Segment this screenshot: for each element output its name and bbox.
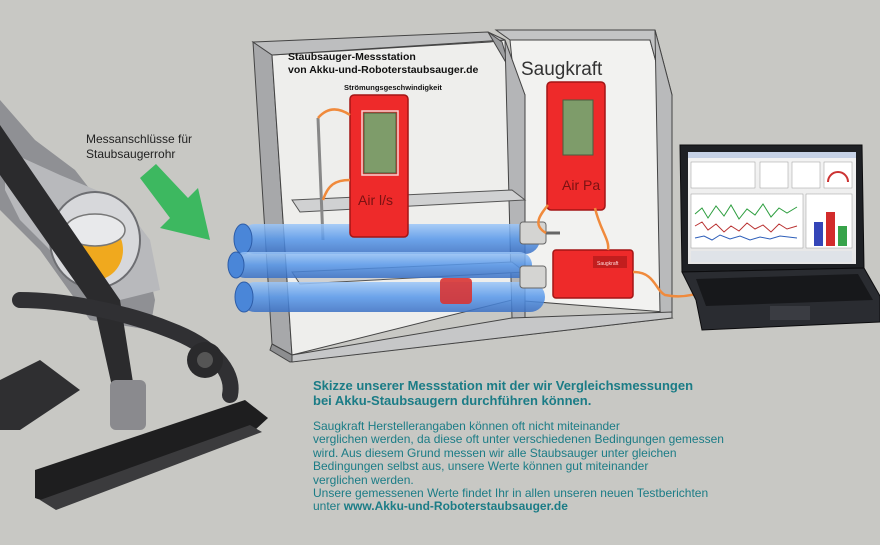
website-link[interactable]: www.Akku-und-Roboterstaubsauger.de <box>343 499 568 514</box>
inner-pipe <box>316 117 325 241</box>
measurement-tubes <box>227 221 560 313</box>
laptop <box>679 144 880 331</box>
green-arrow-icon <box>140 164 210 240</box>
caption-body-line: Bedingungen selbst aus, unsere Werte kön… <box>313 459 649 474</box>
caption-body-line: wird. Aus diesem Grund messen wir alle S… <box>313 445 677 460</box>
arrow-label: Messanschlüsse für Staubsaugerrohr <box>86 132 192 162</box>
caption-body-line: verglichen werden, da diese oft unter ve… <box>313 432 724 447</box>
flow-meter-label: Air l/s <box>358 192 393 208</box>
pressure-meter-label: Air Pa <box>562 177 600 193</box>
controller-box <box>552 249 634 299</box>
caption-title: Skizze unserer Messstation mit der wir V… <box>313 378 833 408</box>
arrow-label-line1: Messanschlüsse für <box>86 132 193 146</box>
flow-meter <box>349 94 409 238</box>
vacuum-cleaner <box>0 100 268 510</box>
caption-body-line: verglichen werden. <box>313 472 414 487</box>
caption-last-prefix: unter <box>313 499 344 514</box>
caption-body: Saugkraft Herstellerangaben können oft n… <box>313 419 833 514</box>
arrow-label-line2: Staubsaugerrohr <box>86 147 176 161</box>
caption-last-line: unter www.Akku-und-Roboterstaubsauger.de <box>313 500 833 513</box>
caption-body-line: Saugkraft Herstellerangaben können oft n… <box>313 419 620 433</box>
caption-title-line1: Skizze unserer Messstation mit der wir V… <box>313 378 694 393</box>
caption-title-line2: bei Akku-Staubsaugern durchführen können… <box>313 393 592 408</box>
station-title-line1: Staubsauger-Messstation <box>288 51 416 63</box>
suction-heading: Saugkraft <box>521 59 603 80</box>
controller-label: Saugkraft <box>597 261 619 267</box>
station-title-line2: von Akku-und-Roboterstaubsauger.de <box>288 64 479 76</box>
caption-body-line: Unsere gemessenen Werte findet Ihr in al… <box>313 486 709 501</box>
flow-sensor-insert <box>440 278 472 304</box>
pressure-meter <box>546 81 606 211</box>
station-box <box>251 29 674 363</box>
flow-heading: Strömungsgeschwindigkeit <box>344 83 442 92</box>
